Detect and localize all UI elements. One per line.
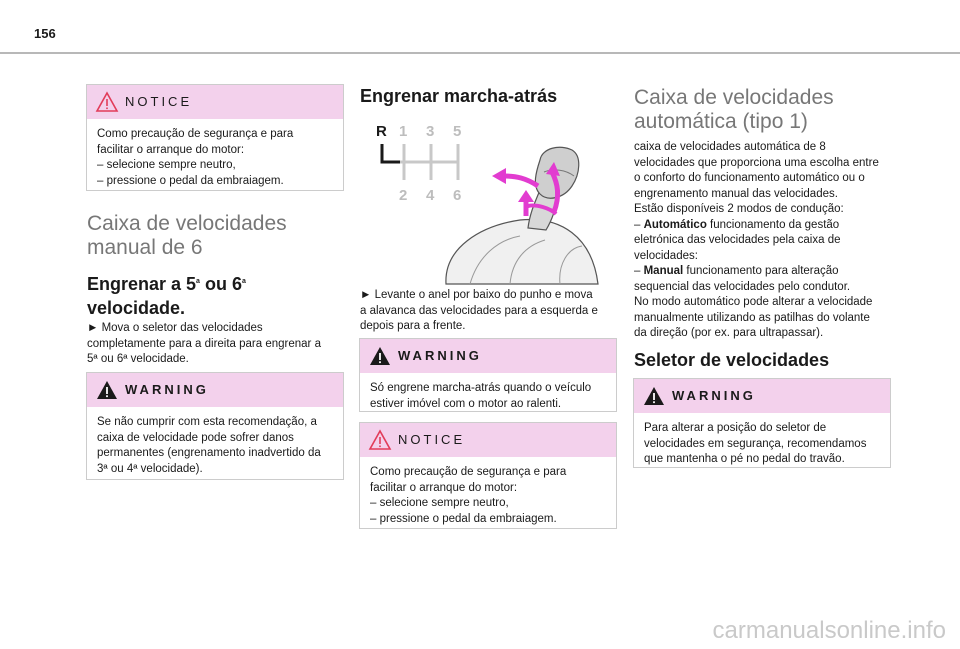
notice-title: NOTICE [125,94,193,109]
automatic-description: caixa de velocidades automática de 8 vel… [634,141,879,339]
top-divider [0,52,960,54]
notice-line: Como precaução de segurança e para [97,128,294,140]
warning-line: permanentes (engrenamento inadvertido da [97,447,321,459]
notice-line: – selecione sempre neutro, [97,159,236,171]
gear-label-2: 2 [399,187,407,204]
warning-outline-icon [368,429,392,450]
notice-header: NOTICE [87,85,343,119]
notice-title: NOTICE [398,432,466,447]
subsection-title-selector: Seletor de velocidades [634,350,830,370]
gear-label-4: 4 [426,187,435,204]
instruction-reverse: ► Levante o anel por baixo do punho e mo… [360,289,598,332]
notice-box-1: NOTICE Como precaução de segurança e par… [86,84,344,191]
warning-box-3: WARNING Para alterar a posição do seleto… [633,378,891,468]
warning-filled-icon [644,387,664,405]
gear-label-r: R [376,123,387,140]
notice-header: NOTICE [360,423,616,457]
warning-title: WARNING [672,388,756,403]
notice-line: Como precaução de segurança e para [370,466,567,478]
gear-label-5: 5 [453,123,461,140]
warning-title: WARNING [398,348,482,363]
warning-line: que mantenha o pé no pedal do travão. [644,453,845,465]
page-number: 156 [34,26,56,41]
warning-header: WARNING [87,373,343,407]
section-title-manual: Caixa de velocidades manual de 6 [87,212,287,259]
notice-line: facilitar o arranque do motor: [97,143,245,156]
subsection-title-reverse: Engrenar marcha-atrás [360,86,558,106]
warning-line: 3ª ou 4ª velocidade). [97,462,203,475]
warning-line: Só engrene marcha-atrás quando o veículo [370,382,592,394]
gear-label-3: 3 [426,123,434,140]
notice-line: facilitar o arranque do motor: [370,481,518,494]
section-title-automatic: Caixa de velocidades automática (tipo 1) [634,86,834,133]
gear-label-1: 1 [399,123,407,140]
warning-title: WARNING [125,382,209,397]
mode-automatic-label: Automático [643,218,707,231]
mode-manual-label: Manual [643,265,684,277]
gear-label-6: 6 [453,187,461,204]
warning-filled-icon [370,347,390,365]
warning-line: estiver imóvel com o motor ao ralenti. [370,397,562,410]
notice-line: – pressione o pedal da embraiagem. [97,174,284,187]
warning-line: caixa de velocidade pode sofrer danos [97,431,294,444]
warning-filled-icon [97,381,117,399]
warning-header: WARNING [360,339,616,373]
notice-box-2: NOTICE Como precaução de segurança e par… [359,422,617,529]
warning-box-2: WARNING Só engrene marcha-atrás quando o… [359,338,617,412]
warning-line: velocidades em segurança, recomendamos [644,437,867,450]
warning-outline-icon [95,91,119,112]
warning-line: Para alterar a posição do seletor de [644,422,827,434]
gearshift-illustration: R 1 3 5 2 4 6 [360,116,610,286]
notice-line: – pressione o pedal da embraiagem. [370,512,557,525]
watermark: carmanualsonline.info [712,617,946,644]
subsection-title-5-6: Engrenar a 5a ou 6a velocidade. [87,274,246,318]
warning-header: WARNING [634,379,890,413]
instruction-5-6: ► Mova o seletor das velocidades complet… [87,322,321,365]
notice-line: – selecione sempre neutro, [370,497,509,509]
warning-box-1: WARNING Se não cumprir com esta recomend… [86,372,344,480]
warning-line: Se não cumprir com esta recomendação, a [97,416,317,428]
